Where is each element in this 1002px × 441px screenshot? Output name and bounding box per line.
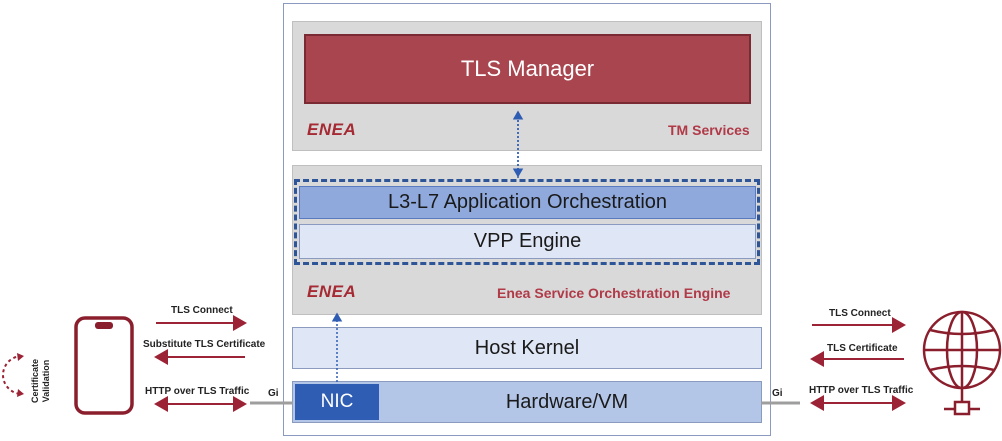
cert-validation-label: Certificate Validation <box>14 358 74 403</box>
smartphone-icon <box>74 316 134 415</box>
globe-network-icon <box>922 310 1002 416</box>
right-gi-label: Gi <box>772 388 783 399</box>
l3-l7-orchestration-box: L3-L7 Application Orchestration <box>299 186 756 219</box>
orchestration-dashed-frame <box>294 179 760 265</box>
nic-box: NIC <box>295 384 379 420</box>
right-tls-cert-label: TLS Certificate <box>827 343 898 354</box>
tls-manager-box: TLS Manager <box>304 34 751 104</box>
left-gi-label: Gi <box>268 388 279 399</box>
tm-services-label: TM Services <box>668 122 750 138</box>
enea-logo-tm: ENEA <box>307 120 357 139</box>
cert-validation-line2: Validation <box>41 359 51 403</box>
vpp-engine-box: VPP Engine <box>299 224 756 259</box>
left-substitute-cert-label: Substitute TLS Certificate <box>143 339 266 350</box>
host-kernel-box: Host Kernel <box>292 327 762 369</box>
eso-label: Enea Service Orchestration Engine <box>497 285 731 301</box>
cert-validation-loop-icon <box>2 353 24 397</box>
left-http-label: HTTP over TLS Traffic <box>145 386 250 397</box>
right-http-label: HTTP over TLS Traffic <box>809 385 914 396</box>
left-tls-connect-label: TLS Connect <box>171 305 233 316</box>
enea-logo-eso: ENEA <box>307 282 357 301</box>
right-tls-connect-label: TLS Connect <box>829 308 891 319</box>
cert-validation-line1: Certificate <box>30 359 40 404</box>
